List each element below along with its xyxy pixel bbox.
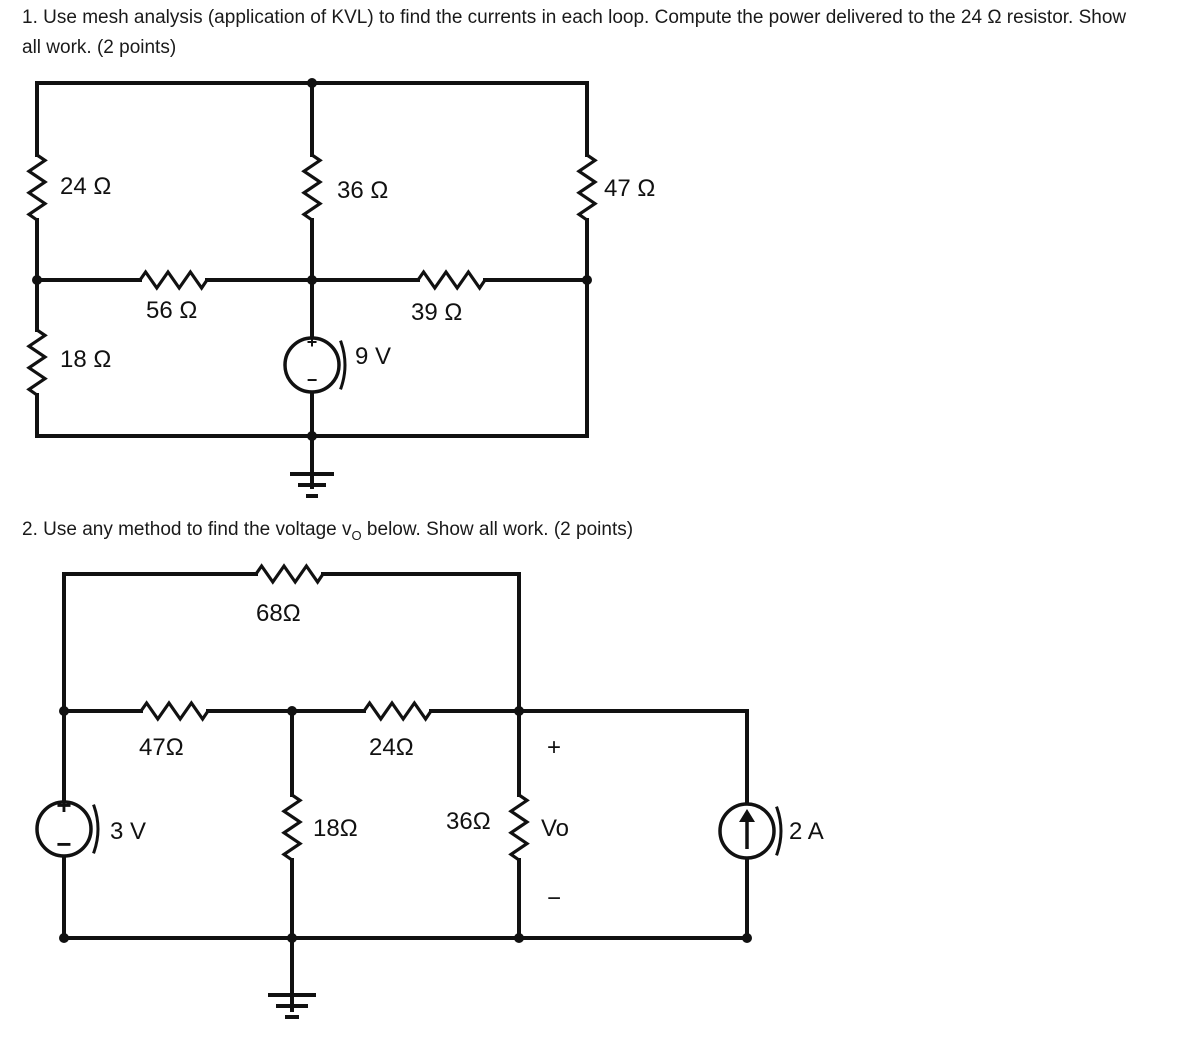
c2-resistor-24 xyxy=(362,700,433,722)
c2-node-left-mid xyxy=(59,706,69,716)
c2-resistor-47 xyxy=(139,700,210,722)
c1-label-24: 24 Ω xyxy=(60,173,111,200)
c2-wire-top-right xyxy=(321,572,521,713)
c1-voltage-source xyxy=(283,336,341,394)
c2-node-left-bottom xyxy=(59,933,69,943)
c1-node-mid-left xyxy=(32,275,42,285)
c2-ground-icon xyxy=(268,993,316,1019)
c1-node-mid-center xyxy=(307,275,317,285)
circuit-2: + − 68Ω 47Ω 24Ω 18Ω 36Ω 3 V + Vo xyxy=(35,563,824,1019)
c2-vsource-plus: + xyxy=(56,790,71,820)
c2-resistor-36 xyxy=(508,793,530,862)
c1-vsource-minus: − xyxy=(307,370,318,390)
c1-label-36: 36 Ω xyxy=(337,177,388,204)
c2-voltage-source xyxy=(35,800,93,858)
c1-label-47: 47 Ω xyxy=(604,175,655,202)
question-2-lead: 2. Use any method to find the voltage v xyxy=(22,519,352,540)
c2-vsource-minus: − xyxy=(56,829,71,859)
c2-vsource-bracket xyxy=(92,804,100,854)
c2-resistor-68 xyxy=(254,563,325,585)
c1-vsource-bracket xyxy=(339,340,347,390)
c2-label-47: 47Ω xyxy=(139,734,184,761)
c2-label-vo: Vo xyxy=(541,815,569,842)
c2-node-right-mid xyxy=(514,706,524,716)
c1-resistor-36 xyxy=(301,153,323,222)
c2-node-center-bottom xyxy=(287,933,297,943)
question-2-text: 2. Use any method to find the voltage vO… xyxy=(22,515,1142,551)
c1-resistor-18 xyxy=(26,328,48,397)
c2-label-36: 36Ω xyxy=(446,808,491,835)
c2-label-2a: 2 A xyxy=(789,818,824,845)
c2-label-68: 68Ω xyxy=(256,600,301,627)
c2-label-vo-plus: + xyxy=(547,734,561,761)
c1-ground-icon xyxy=(290,472,334,498)
c1-node-bottom-center xyxy=(307,431,317,441)
c1-node-mid-right xyxy=(582,275,592,285)
c2-label-24: 24Ω xyxy=(369,734,414,761)
c1-resistor-24 xyxy=(26,153,48,222)
question-1-text: 1. Use mesh analysis (application of KVL… xyxy=(22,7,1127,58)
c2-wire-top-left xyxy=(62,572,258,713)
c2-label-18: 18Ω xyxy=(313,815,358,842)
circuit-1: + − 24 Ω 36 Ω 47 Ω 56 Ω 39 Ω 18 Ω 9 V xyxy=(26,78,655,498)
c2-node-right-bottom xyxy=(514,933,524,943)
c1-node-top-center xyxy=(307,78,317,88)
question-2-tail: below. Show all work. (2 points) xyxy=(361,519,634,540)
c1-resistor-39 xyxy=(416,269,487,291)
c1-label-18: 18 Ω xyxy=(60,346,111,373)
arrow-up-icon xyxy=(739,809,755,849)
c1-label-56: 56 Ω xyxy=(146,297,197,324)
c1-label-39: 39 Ω xyxy=(411,299,462,326)
c2-resistor-18 xyxy=(281,793,303,862)
c2-node-center-mid xyxy=(287,706,297,716)
c1-resistor-56 xyxy=(138,269,209,291)
c2-node-far-right-bottom xyxy=(742,933,752,943)
question-2-subscript: O xyxy=(351,527,362,543)
c1-label-9v: 9 V xyxy=(355,343,391,370)
c2-label-vo-minus: − xyxy=(547,885,561,912)
c2-label-3v: 3 V xyxy=(110,818,146,845)
c1-resistor-47 xyxy=(576,153,598,222)
c1-vsource-plus: + xyxy=(307,332,318,352)
c2-isource-bracket xyxy=(775,806,783,856)
